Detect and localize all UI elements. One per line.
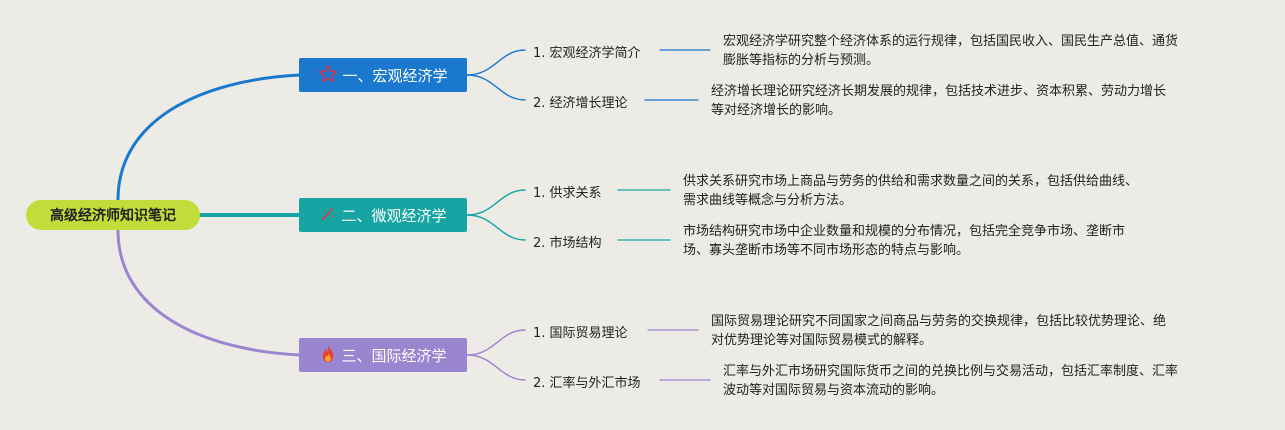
branch-international-economics[interactable]: 三、国际经济学 <box>299 338 467 372</box>
root-label: 高级经济师知识笔记 <box>50 208 176 224</box>
desc-exchange-rate: 汇率与外汇市场研究国际货币之间的兑换比例与交易活动，包括汇率制度、汇率 波动等对… <box>723 362 1178 400</box>
desc-line: 对优势理论等对国际贸易模式的解释。 <box>711 333 933 348</box>
desc-line: 膨胀等指标的分析与预测。 <box>723 53 880 68</box>
branch-label: 二、微观经济学 <box>341 206 447 225</box>
connector-root-branch-3 <box>116 228 302 357</box>
desc-line: 国际贸易理论研究不同国家之间商品与劳务的交换规律，包括比较优势理论、绝 <box>711 314 1167 329</box>
sparkle-icon <box>319 205 337 226</box>
connector-branch-3-topic-2 <box>466 354 526 381</box>
desc-market-structure: 市场结构研究市场中企业数量和规模的分布情况，包括完全竞争市场、垄断市 场、寡头垄… <box>683 222 1125 260</box>
topic-economic-growth[interactable]: 2. 经济增长理论 <box>533 96 628 111</box>
topic-international-trade[interactable]: 1. 国际贸易理论 <box>533 326 628 341</box>
topic-market-structure[interactable]: 2. 市场结构 <box>533 236 602 251</box>
desc-line: 等对经济增长的影响。 <box>711 103 842 118</box>
desc-line: 供求关系研究市场上商品与劳务的供给和需求数量之间的关系，包括供给曲线、 <box>683 174 1139 189</box>
branch-microeconomics[interactable]: 二、微观经济学 <box>299 198 467 232</box>
fire-icon <box>319 344 337 367</box>
branch-macroeconomics[interactable]: 一、宏观经济学 <box>299 58 467 92</box>
connector-root-branch-1 <box>116 73 302 202</box>
desc-macro-intro: 宏观经济学研究整个经济体系的运行规律，包括国民收入、国民生产总值、通货 膨胀等指… <box>723 32 1178 70</box>
topic-exchange-rate[interactable]: 2. 汇率与外汇市场 <box>533 376 641 391</box>
topic-supply-demand[interactable]: 1. 供求关系 <box>533 186 602 201</box>
connector-branch-2-topic-2 <box>466 214 526 241</box>
desc-line: 场、寡头垄断市场等不同市场形态的特点与影响。 <box>683 243 970 258</box>
desc-supply-demand: 供求关系研究市场上商品与劳务的供给和需求数量之间的关系，包括供给曲线、 需求曲线… <box>683 172 1138 210</box>
topic-macro-intro[interactable]: 1. 宏观经济学简介 <box>533 46 641 61</box>
desc-international-trade: 国际贸易理论研究不同国家之间商品与劳务的交换规律，包括比较优势理论、绝 对优势理… <box>711 312 1166 350</box>
desc-line: 宏观经济学研究整个经济体系的运行规律，包括国民收入、国民生产总值、通货 <box>723 34 1179 49</box>
connector-branch-3-topic-1 <box>466 329 526 356</box>
desc-economic-growth: 经济增长理论研究经济长期发展的规律，包括技术进步、资本积累、劳动力增长 等对经济… <box>711 82 1166 120</box>
desc-line: 市场结构研究市场中企业数量和规模的分布情况，包括完全竞争市场、垄断市 <box>683 224 1126 239</box>
desc-line: 经济增长理论研究经济长期发展的规律，包括技术进步、资本积累、劳动力增长 <box>711 84 1167 99</box>
desc-line: 波动等对国际贸易与资本流动的影响。 <box>723 383 945 398</box>
root-node[interactable]: 高级经济师知识笔记 <box>26 200 200 230</box>
connector-branch-2-topic-1 <box>466 189 526 216</box>
branch-label: 三、国际经济学 <box>341 346 447 365</box>
connector-branch-1-topic-2 <box>466 74 526 101</box>
star-outline-icon <box>318 64 338 87</box>
branch-label: 一、宏观经济学 <box>342 66 448 85</box>
connector-branch-1-topic-1 <box>466 49 526 76</box>
desc-line: 汇率与外汇市场研究国际货币之间的兑换比例与交易活动，包括汇率制度、汇率 <box>723 364 1179 379</box>
desc-line: 需求曲线等概念与分析方法。 <box>683 193 853 208</box>
